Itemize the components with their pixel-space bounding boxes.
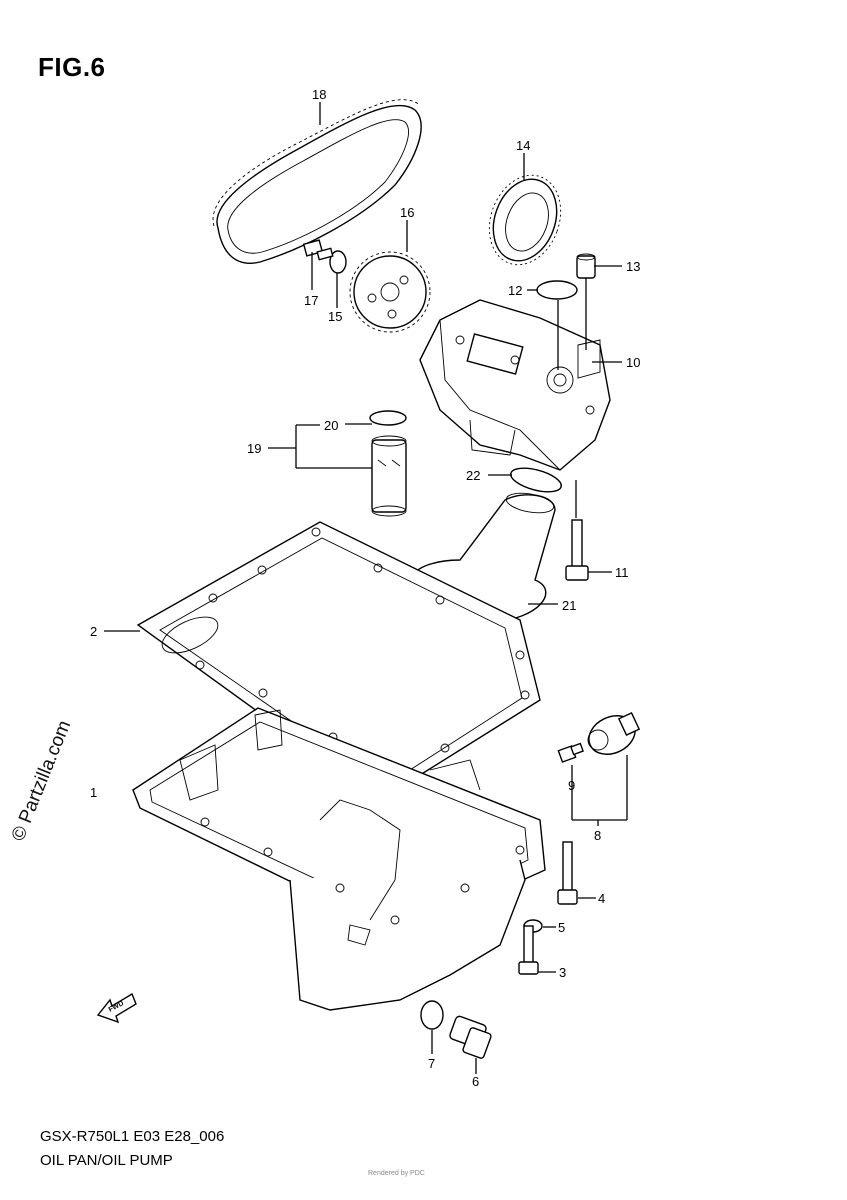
pin-13[interactable] — [576, 253, 596, 279]
callout-2: 2 — [90, 624, 97, 639]
bolt-9[interactable] — [557, 742, 584, 763]
forward-arrow-icon: FWD — [96, 992, 137, 1024]
bolt-3[interactable] — [518, 925, 539, 975]
callout-20: 20 — [324, 418, 338, 433]
callout-21: 21 — [562, 598, 576, 613]
callout-15: 15 — [328, 309, 342, 324]
fine-print: Rendered by PDC — [368, 1170, 425, 1177]
callout-10: 10 — [626, 355, 640, 370]
callout-1: 1 — [90, 785, 97, 800]
bolt-11[interactable] — [565, 519, 589, 581]
callout-19: 19 — [247, 441, 261, 456]
drain-plug-6[interactable] — [449, 1015, 492, 1059]
o-ring-20[interactable] — [369, 410, 407, 426]
oil-pump-assy[interactable] — [419, 299, 611, 471]
callout-17: 17 — [304, 293, 318, 308]
callout-16: 16 — [400, 205, 414, 220]
oil-pump-chain[interactable] — [212, 99, 422, 264]
model-code: GSX-R750L1 E03 E28_006 — [40, 1128, 225, 1145]
callout-7: 7 — [428, 1056, 435, 1071]
bolt-4[interactable] — [557, 841, 578, 905]
sprocket-14[interactable] — [477, 165, 572, 275]
leader-lines — [104, 102, 628, 1074]
callout-11: 11 — [615, 565, 629, 580]
o-ring-22[interactable] — [508, 464, 563, 497]
callout-6: 6 — [472, 1074, 479, 1089]
callout-9: 9 — [568, 778, 575, 793]
callout-13: 13 — [626, 259, 640, 274]
oil-pressure-switch-8[interactable] — [583, 709, 642, 762]
gasket-7[interactable] — [420, 1000, 444, 1030]
callout-4: 4 — [598, 891, 605, 906]
washer-15[interactable] — [329, 250, 347, 274]
callout-8: 8 — [594, 828, 601, 843]
strainer-19[interactable] — [371, 435, 407, 517]
callout-14: 14 — [516, 138, 530, 153]
o-ring-12[interactable] — [536, 280, 578, 300]
figure-title: FIG.6 — [38, 52, 106, 82]
bolt-17[interactable] — [302, 239, 334, 261]
callout-18: 18 — [312, 87, 326, 102]
callout-22: 22 — [466, 468, 480, 483]
callout-12: 12 — [508, 283, 522, 298]
oil-pan-1[interactable] — [132, 707, 546, 1011]
callout-labels: 1 2 3 4 5 6 7 8 9 10 11 12 13 14 15 16 1… — [90, 87, 640, 1089]
callout-5: 5 — [558, 920, 565, 935]
callout-3: 3 — [559, 965, 566, 980]
section-name: OIL PAN/OIL PUMP — [40, 1152, 173, 1169]
sprocket-16[interactable] — [349, 251, 431, 333]
